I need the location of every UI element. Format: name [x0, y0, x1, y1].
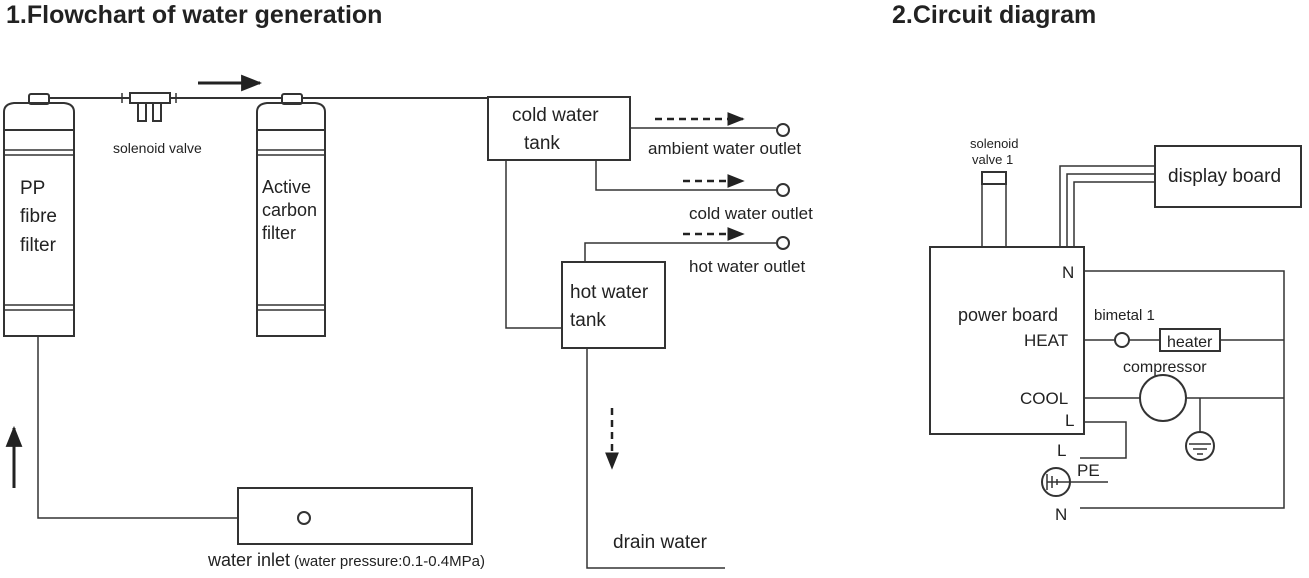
pp-fibre-filter: PP fibre filter [3, 93, 75, 337]
inlet-pipe [37, 336, 300, 519]
carbon-filter-label-1: Active [262, 177, 311, 197]
flowchart-title: 1.Flowchart of water generation [6, 1, 382, 29]
hot-outlet-label: hot water outlet [689, 257, 806, 276]
solenoid-valve-icon [121, 92, 177, 122]
cold-outlet-pipe [595, 160, 776, 191]
display-board [1154, 145, 1302, 208]
hot-water-tank [561, 261, 666, 349]
carbon-filter-label-3: filter [262, 223, 296, 243]
circuit-title: 2.Circuit diagram [892, 1, 1096, 29]
circuit-solenoid-valve [981, 171, 1007, 247]
terminal-cool: COOL [1020, 389, 1068, 408]
terminal-n: N [1062, 263, 1074, 282]
bimetal-label: bimetal 1 [1094, 307, 1155, 324]
pp-filter-label-3: filter [20, 235, 57, 256]
ambient-outlet-label: ambient water outlet [648, 139, 801, 158]
water-inlet-circle [297, 511, 311, 525]
cold-outlet-circle [776, 183, 790, 197]
pp-filter-label-2: fibre [20, 206, 57, 227]
live-wire [1080, 421, 1127, 459]
heater-label: heater [1167, 334, 1213, 351]
active-carbon-filter: Active carbon filter [256, 93, 326, 337]
hot-tank-label-1: hot water [570, 282, 649, 303]
compressor-icon [1139, 374, 1187, 422]
bimetal-icon [1114, 332, 1130, 348]
power-board-label: power board [958, 305, 1058, 325]
display-board-label: display board [1168, 166, 1281, 187]
pe-ground-icon [1041, 467, 1071, 497]
water-inlet-text: water inlet [207, 550, 290, 570]
display-board-wires [1059, 165, 1155, 247]
hot-tank-label-2: tank [570, 310, 606, 331]
circuit-solenoid-label-2: valve 1 [972, 152, 1013, 167]
water-inlet-label: water inlet(water pressure:0.1-0.4MPa) [207, 550, 485, 570]
hot-outlet-circle [776, 236, 790, 250]
pe-label: PE [1077, 461, 1100, 480]
terminal-l: L [1065, 411, 1074, 430]
solenoid-valve-label: solenoid valve [113, 140, 202, 156]
hot-outlet-pipe [584, 242, 776, 262]
terminal-heat: HEAT [1024, 331, 1068, 350]
flow-pipes [37, 97, 776, 569]
compressor-label: compressor [1123, 359, 1207, 376]
cold-water-tank [487, 96, 631, 161]
cold-tank-label-2: tank [524, 133, 560, 154]
pp-filter-label-1: PP [20, 178, 45, 199]
drain-water-label: drain water [613, 532, 708, 553]
supply-n-label: N [1055, 505, 1067, 524]
supply-l-label: L [1057, 441, 1066, 460]
cold-to-hot-pipe [505, 160, 562, 329]
neutral-rail [1080, 270, 1285, 509]
water-pressure-text: (water pressure:0.1-0.4MPa) [294, 553, 485, 570]
ground-icon [1185, 398, 1215, 461]
circuit-solenoid-label-1: solenoid [970, 136, 1018, 151]
water-inlet-box [237, 487, 473, 545]
cold-outlet-label: cold water outlet [689, 204, 813, 223]
drain-pipe [586, 348, 725, 569]
carbon-filter-label-2: carbon [262, 200, 317, 220]
ambient-outlet-circle [776, 123, 790, 137]
cold-tank-label-1: cold water [512, 105, 599, 126]
